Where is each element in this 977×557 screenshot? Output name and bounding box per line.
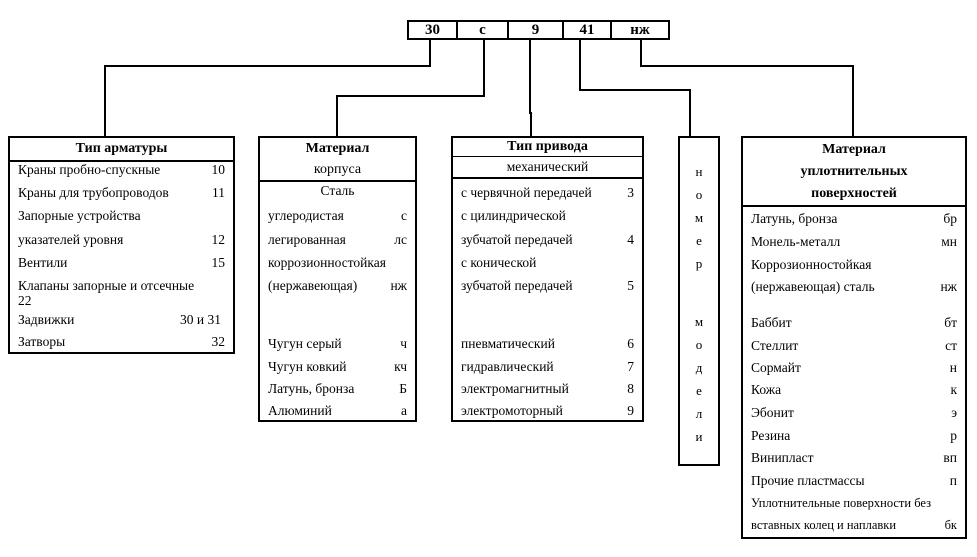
seal-material-box: Материал уплотнительных поверхностей Лат… [741, 136, 967, 539]
connector-drive [529, 40, 532, 136]
armature-type-title: Тип арматуры [10, 138, 233, 162]
model-letter: н [695, 164, 703, 179]
drive-type-subtitle: механический [453, 157, 642, 179]
list-item: (нержавеющая)нж [268, 278, 407, 293]
seal-material-title: Материал уплотнительных поверхностей [743, 138, 965, 207]
code-cell-seal: нж [610, 20, 670, 40]
list-item: 22 [18, 293, 32, 308]
list-item: с конической [461, 255, 537, 270]
list-item: Уплотнительные поверхности без [751, 496, 932, 510]
list-item: с цилиндрической [461, 208, 566, 223]
list-item: Коррозионностойкая [751, 257, 872, 272]
connector-model [579, 40, 691, 137]
connector-body [336, 40, 485, 137]
model-letter: р [695, 256, 703, 271]
model-letter: е [696, 233, 702, 248]
model-letter: д [695, 360, 703, 375]
connector-type [104, 40, 431, 136]
model-letter: о [695, 337, 703, 352]
drive-type-box: Тип привода механический с червячной пер… [451, 136, 644, 422]
list-item: Клапаны запорные и отсечные [18, 278, 195, 293]
model-letter: м [694, 210, 704, 225]
model-letter: и [695, 429, 703, 444]
drive-type-title: Тип привода [453, 138, 642, 157]
model-letter: л [695, 406, 703, 421]
body-material-subtitle: Сталь [320, 183, 355, 198]
model-letter: о [695, 187, 703, 202]
list-item: Запорные устройства [18, 208, 141, 223]
model-letter: е [696, 383, 702, 398]
list-item: коррозионностойкая [268, 255, 386, 270]
body-material-title: Материал корпуса [260, 138, 415, 182]
connector-seal [640, 40, 854, 137]
model-number-box: н о м е р м о д е л и [678, 136, 720, 466]
model-letter: м [694, 314, 704, 329]
